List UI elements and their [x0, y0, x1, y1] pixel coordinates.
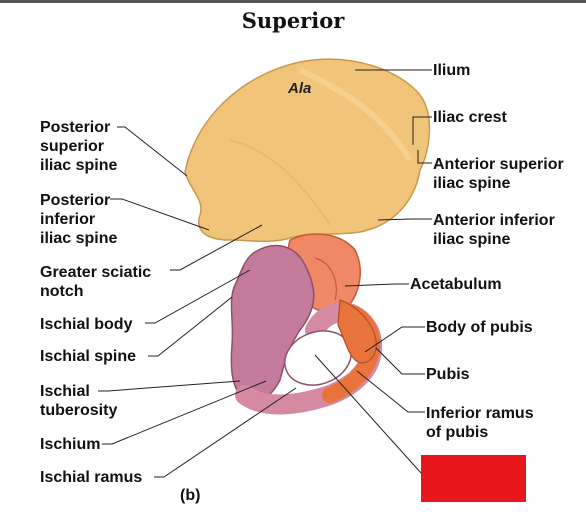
label-line: iliac spine — [40, 230, 118, 247]
acetabulum-label: Acetabulum — [410, 275, 502, 294]
posterior-superior-iliac-spine-label: Posterior superior iliac spine — [40, 118, 117, 175]
anterior-superior-iliac-spine-label: Anterior superior iliac spine — [433, 155, 564, 193]
label-line: Ilium — [433, 62, 471, 79]
label-line: notch — [40, 283, 84, 300]
label-line: iliac spine — [40, 157, 118, 174]
ischial-body-label: Ischial body — [40, 315, 132, 334]
pubis-label: Pubis — [426, 365, 470, 384]
pubis-region — [337, 299, 377, 364]
label-line: inferior — [40, 211, 96, 228]
diagram-title: Superior — [241, 8, 345, 33]
label-line: Ischial body — [40, 316, 133, 333]
label-line: iliac spine — [433, 175, 511, 192]
label-line: Inferior ramus — [426, 405, 534, 422]
label-line: Anterior inferior — [433, 212, 555, 229]
body-of-pubis-label: Body of pubis — [426, 318, 533, 337]
ischial-spine-label: Ischial spine — [40, 347, 136, 366]
ischium-label: Ischium — [40, 435, 100, 454]
label-line: Pubis — [426, 366, 470, 383]
label-line: Posterior — [40, 192, 111, 209]
ilium-label: Ilium — [433, 61, 470, 80]
label-line: Ischial — [40, 383, 90, 400]
ala-label: Ala — [288, 80, 312, 97]
label-line: Acetabulum — [410, 276, 502, 293]
ilium-region — [184, 58, 431, 243]
label-line: tuberosity — [40, 402, 118, 419]
ischial-ramus-label: Ischial ramus — [40, 468, 142, 487]
label-line: Posterior — [40, 119, 111, 136]
label-line: Ischial spine — [40, 348, 137, 365]
top-border — [0, 0, 586, 3]
posterior-inferior-iliac-spine-label: Posterior inferior iliac spine — [40, 191, 117, 248]
label-line: Greater sciatic — [40, 264, 152, 281]
greater-sciatic-notch-label: Greater sciatic notch — [40, 263, 151, 301]
label-line: Ischial ramus — [40, 469, 143, 486]
label-line: Iliac crest — [433, 109, 507, 126]
ischial-tuberosity-label: Ischial tuberosity — [40, 382, 117, 420]
label-line: superior — [40, 138, 105, 155]
anterior-inferior-iliac-spine-label: Anterior inferior iliac spine — [433, 211, 555, 249]
label-line: Ischium — [40, 436, 101, 453]
inferior-ramus-of-pubis-label: Inferior ramus of pubis — [426, 404, 534, 442]
label-line: Body of pubis — [426, 319, 533, 336]
label-line: Anterior superior — [433, 156, 564, 173]
label-line: of pubis — [426, 424, 489, 441]
iliac-crest-label: Iliac crest — [433, 108, 507, 127]
figure-label: (b) — [180, 487, 201, 504]
label-line: iliac spine — [433, 231, 511, 248]
hidden-label-box — [421, 455, 526, 502]
